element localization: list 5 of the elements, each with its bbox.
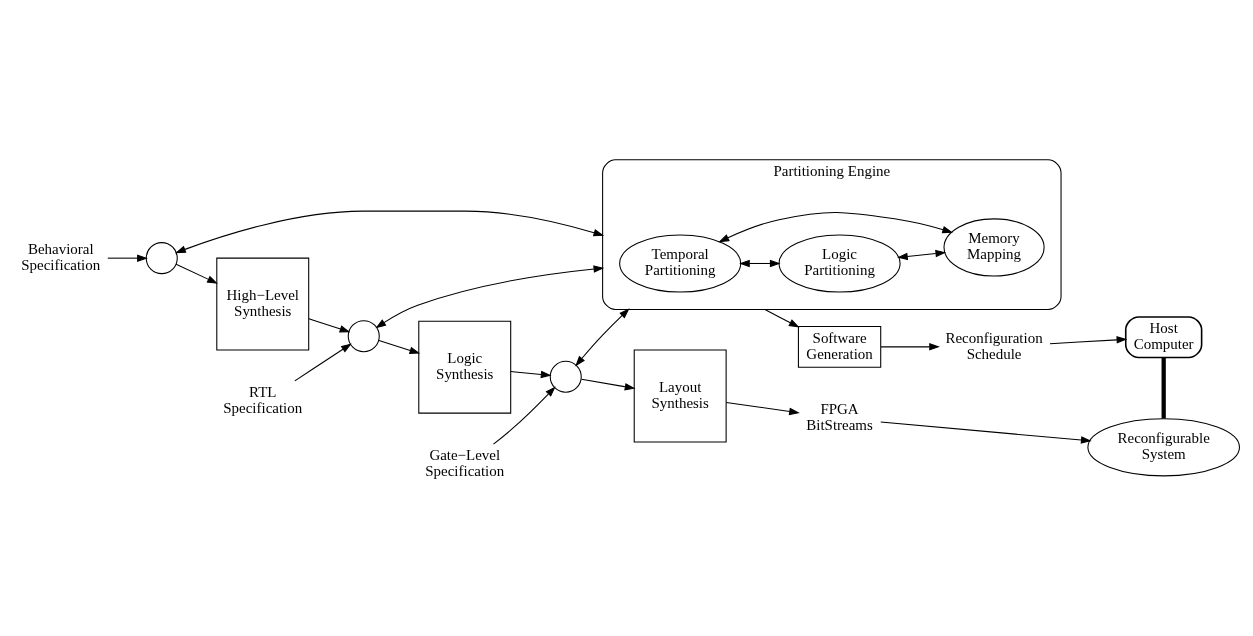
node-text: FPGA BitStreams: [806, 401, 873, 434]
node-text: RTL Specification: [223, 384, 303, 417]
node-text: Reconfiguration Schedule: [945, 329, 1043, 362]
node-text: Gate−Level Specification: [425, 447, 505, 480]
node-text: Behavioral Specification: [21, 241, 101, 274]
